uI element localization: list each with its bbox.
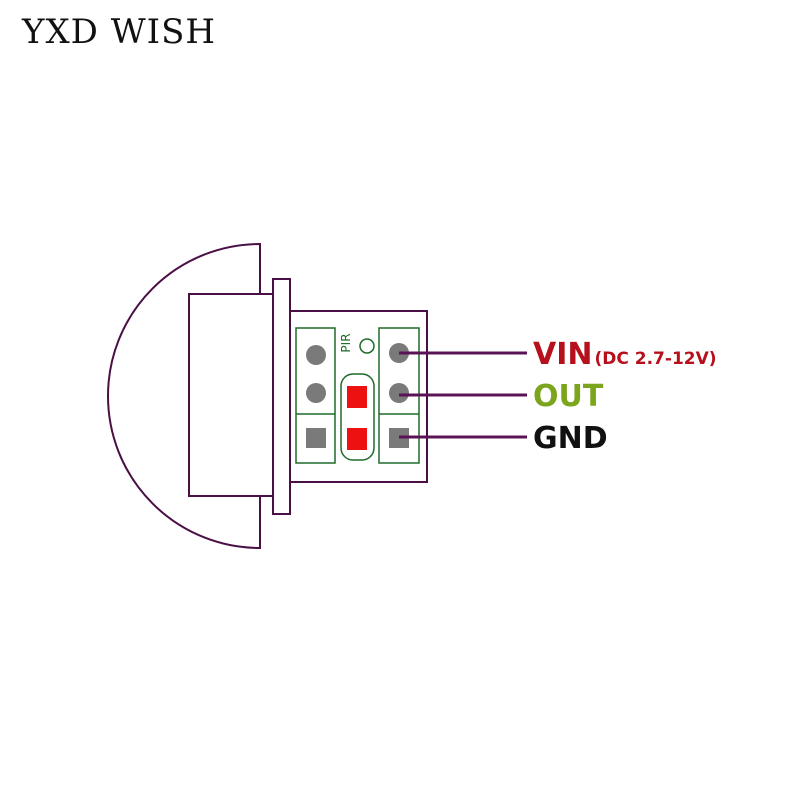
vin-label-line: VIN(DC 2.7-12V) [533, 337, 717, 372]
out-label: OUT [533, 379, 604, 414]
left-pad-2 [306, 383, 326, 403]
chip-pad-bottom [347, 428, 367, 450]
vin-voltage-note: (DC 2.7-12V) [595, 349, 717, 369]
mounting-hole [359, 338, 375, 354]
left-pad-block [295, 327, 336, 464]
out-pad [389, 383, 409, 403]
left-pad-1 [306, 345, 326, 365]
watermark-text: YXD WISH [22, 12, 217, 52]
chip-pad-top [347, 386, 367, 408]
flange-plate [272, 278, 291, 515]
gnd-label: GND [533, 421, 608, 456]
fresnel-dome [107, 242, 261, 550]
pir-marking: PIR [339, 333, 353, 352]
left-pad-3 [306, 428, 326, 448]
dome-mount [188, 293, 275, 497]
sensor-component-outline [340, 373, 375, 461]
vin-label: VIN [533, 337, 593, 372]
